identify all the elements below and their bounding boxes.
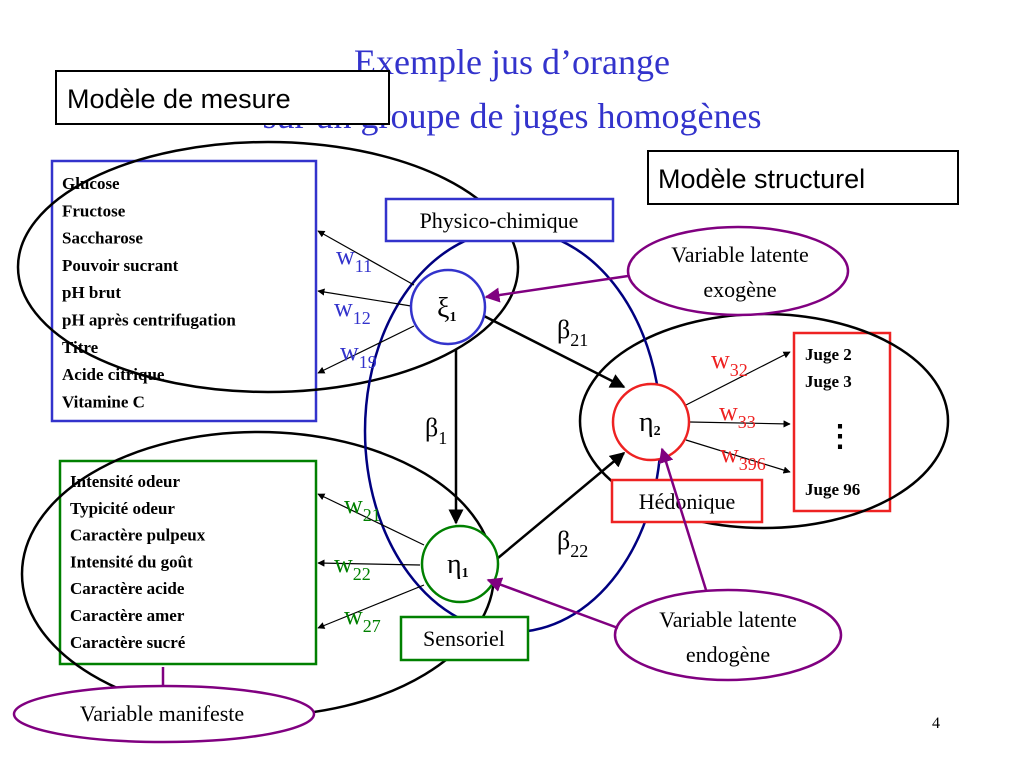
sensory-variables-box: [58, 459, 318, 666]
weight-w21: w21: [344, 490, 381, 525]
physico-variable-2: Saccharose: [62, 229, 143, 248]
sensory-variable-1: Typicité odeur: [70, 499, 175, 518]
sensory-block-label-box: [399, 615, 530, 662]
latent-node-eta1: [420, 524, 500, 604]
callout-latent-exogenous-line2: exogène: [703, 277, 776, 302]
hedonic-block-label: Hédonique: [639, 489, 736, 514]
physico-variable-4: pH brut: [62, 283, 121, 302]
slide-title-line1: Exemple jus d’orange: [354, 42, 670, 82]
physico-variable-5: pH après centrifugation: [62, 311, 236, 330]
physico-variables-box: [50, 159, 318, 423]
arrow-xi1-vitamine: [317, 325, 415, 374]
callout-arrow-endogenous-eta1: [486, 577, 619, 630]
physico-block-label: Physico-chimique: [420, 208, 579, 233]
physico-variable-3: Pouvoir sucrant: [62, 256, 179, 275]
path-coef-beta22: β22: [557, 526, 588, 561]
weight-w396: w396: [720, 439, 766, 474]
weight-w19: w19: [340, 337, 377, 372]
sensory-variable-2: Caractère pulpeux: [70, 526, 206, 545]
arrow-eta2-juge96: [685, 439, 791, 474]
path-coef-beta1: β1: [425, 413, 447, 448]
latent-node-xi1-label: ξ1: [437, 293, 456, 325]
callout-latent-endogenous-line2: endogène: [686, 642, 770, 667]
hedonic-block-label-box: [610, 478, 764, 524]
arrow-xi1-ph: [317, 288, 412, 307]
arrow-xi1-eta2: [483, 314, 626, 389]
sensory-variable-6: Caractère sucré: [70, 633, 186, 652]
weight-w27: w27: [344, 601, 381, 636]
physico-variable-7: Acide citrique: [62, 365, 165, 384]
physico-block-label-box: [384, 197, 615, 243]
arrow-eta1-intensite-odeur: [317, 493, 425, 546]
judge-3-label: Juge 3: [805, 372, 852, 391]
physico-variable-1: Fructose: [62, 201, 126, 220]
callout-arrow-endogenous-eta2: [658, 447, 708, 591]
physico-variable-6: Titre: [62, 338, 99, 357]
weight-w11: w11: [336, 241, 372, 276]
sensory-variable-5: Caractère amer: [70, 606, 185, 625]
physico-variable-0: Glucose: [62, 174, 120, 193]
callout-latent-endogenous-line1: Variable latente: [659, 607, 796, 632]
latent-node-eta1-label: η1: [447, 549, 469, 581]
weight-w22: w22: [334, 549, 371, 584]
sensory-block-label: Sensoriel: [423, 626, 505, 651]
callout-latent-exogenous: [626, 225, 850, 317]
arrow-eta1-caractere-acide: [317, 559, 421, 567]
sensory-variable-0: Intensité odeur: [70, 472, 180, 491]
sensory-variable-3: Intensité du goût: [70, 552, 193, 571]
physico-block-ellipse: [16, 140, 520, 394]
callout-arrow-exogenous: [484, 274, 629, 303]
arrow-eta2-juge3: [689, 420, 791, 428]
judges-box: [792, 331, 892, 513]
latent-node-xi1: [409, 268, 487, 346]
arrow-eta1-eta2: [497, 452, 626, 559]
weight-w32: w32: [711, 345, 748, 380]
callout-latent-exogenous-line1: Variable latente: [671, 242, 808, 267]
callout-latent-endogenous: [613, 588, 843, 682]
physico-variable-8: Vitamine C: [62, 392, 145, 411]
weight-w12: w12: [334, 293, 371, 328]
judges-ellipsis: ⋮: [825, 420, 855, 453]
sensory-variable-4: Caractère acide: [70, 579, 185, 598]
judge-2-label: Juge 2: [805, 345, 852, 364]
arrow-eta1-caractere-sucre: [317, 584, 425, 629]
measurement-model-box: [55, 70, 390, 125]
structural-model-label: Modèle structurel: [658, 164, 865, 194]
arrow-xi1-glucose: [317, 230, 415, 286]
callout-manifest-variable-label: Variable manifeste: [80, 701, 244, 726]
weight-w33: w33: [719, 397, 756, 432]
path-coef-beta21: β21: [557, 315, 588, 350]
latent-node-eta2: [611, 382, 691, 462]
structural-model-box: [647, 150, 959, 205]
arrow-eta2-juge2: [685, 351, 791, 406]
measurement-model-label: Modèle de mesure: [67, 84, 291, 114]
judge-96-label: Juge 96: [805, 480, 860, 499]
latent-node-eta2-label: η2: [639, 407, 661, 439]
page-number: 4: [932, 715, 940, 732]
